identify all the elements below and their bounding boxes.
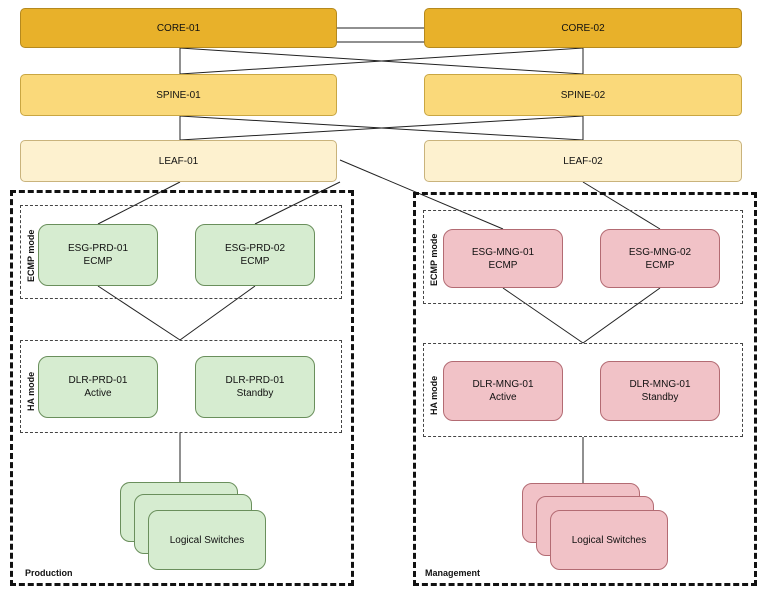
dlr-prd-01-standby-role: Standby xyxy=(236,388,274,399)
leaf-02-node[interactable]: LEAF-02 xyxy=(424,140,742,182)
dlr-prd-01-active-role: Active xyxy=(84,388,112,399)
spine-01-label: SPINE-01 xyxy=(156,89,201,101)
production-group xyxy=(10,190,354,586)
core-02-label: CORE-02 xyxy=(561,22,605,34)
esg-prd-01-name: ESG-PRD-01 xyxy=(67,243,128,254)
link-leaf01-esg-prd02 xyxy=(254,181,341,225)
production-group-label: Production xyxy=(25,568,73,578)
esg-prd-02-node[interactable]: ESG-PRD-02 ECMP xyxy=(195,224,315,286)
esg-mng-01-name: ESG-MNG-01 xyxy=(471,246,535,258)
link-esg-prd01-hub xyxy=(97,285,181,341)
spine-01-node[interactable]: SPINE-01 xyxy=(20,74,337,116)
dlr-prd-01-active-node[interactable]: DLR-PRD-01 Active xyxy=(38,356,158,418)
production-ecmp-mode-box xyxy=(20,205,342,299)
link-leaf02-esg-mng02 xyxy=(582,181,661,230)
leaf-02-label: LEAF-02 xyxy=(563,155,603,167)
esg-prd-02-name: ESG-PRD-02 xyxy=(224,243,285,254)
management-group xyxy=(413,192,757,586)
management-ecmp-mode-box xyxy=(423,210,743,304)
link-esg-mng02-hub xyxy=(582,287,661,344)
link-leaf01-esg-prd01 xyxy=(97,181,181,225)
esg-prd-02-role: ECMP xyxy=(240,256,270,267)
esg-mng-02-name: ESG-MNG-02 xyxy=(628,246,692,258)
esg-mng-02-role: ECMP xyxy=(645,259,675,271)
dlr-mng-01-active-name: DLR-MNG-01 xyxy=(472,379,534,390)
dlr-mng-01-standby-node[interactable]: DLR-MNG-01 Standby xyxy=(600,361,720,421)
leaf-01-label: LEAF-01 xyxy=(158,155,199,167)
production-logical-switches-label: Logical Switches xyxy=(169,534,245,546)
management-logical-switches-node[interactable]: Logical Switches xyxy=(550,510,668,570)
dlr-mng-01-active-node[interactable]: DLR-MNG-01 Active xyxy=(443,361,563,421)
production-ha-mode-label: HA mode xyxy=(26,371,36,411)
dlr-mng-01-standby-role: Standby xyxy=(641,392,679,403)
esg-mng-02-node[interactable]: ESG-MNG-02 ECMP xyxy=(600,229,720,288)
management-logical-switches-label: Logical Switches xyxy=(571,534,647,546)
dlr-prd-01-standby-node[interactable]: DLR-PRD-01 Standby xyxy=(195,356,315,418)
link-spine02-leaf01 xyxy=(179,115,584,141)
management-ha-mode-label: HA mode xyxy=(429,375,439,415)
esg-prd-01-node[interactable]: ESG-PRD-01 ECMP xyxy=(38,224,158,286)
esg-prd-01-role: ECMP xyxy=(83,256,113,267)
dlr-mng-01-standby-name: DLR-MNG-01 xyxy=(629,379,691,390)
link-esg-mng01-hub xyxy=(502,287,584,344)
production-ecmp-mode-label: ECMP mode xyxy=(26,229,36,282)
spine-02-node[interactable]: SPINE-02 xyxy=(424,74,742,116)
production-logical-switches-node[interactable]: Logical Switches xyxy=(148,510,266,570)
management-group-label: Management xyxy=(425,568,481,578)
management-ecmp-mode-label: ECMP mode xyxy=(429,233,439,286)
esg-mng-01-node[interactable]: ESG-MNG-01 ECMP xyxy=(443,229,563,288)
dlr-prd-01-standby-name: DLR-PRD-01 xyxy=(225,375,285,386)
core-01-node[interactable]: CORE-01 xyxy=(20,8,337,48)
core-01-label: CORE-01 xyxy=(156,22,201,34)
management-ha-mode-box xyxy=(423,343,743,437)
spine-02-label: SPINE-02 xyxy=(560,89,606,101)
dlr-mng-01-active-role: Active xyxy=(489,392,517,403)
core-02-node[interactable]: CORE-02 xyxy=(424,8,742,48)
leaf-01-node[interactable]: LEAF-01 xyxy=(20,140,337,182)
production-ha-mode-box xyxy=(20,340,342,433)
link-core02-spine01 xyxy=(179,47,584,75)
link-esg-prd02-hub xyxy=(179,285,256,341)
dlr-prd-01-active-name: DLR-PRD-01 xyxy=(68,375,128,386)
esg-mng-01-role: ECMP xyxy=(488,259,518,271)
